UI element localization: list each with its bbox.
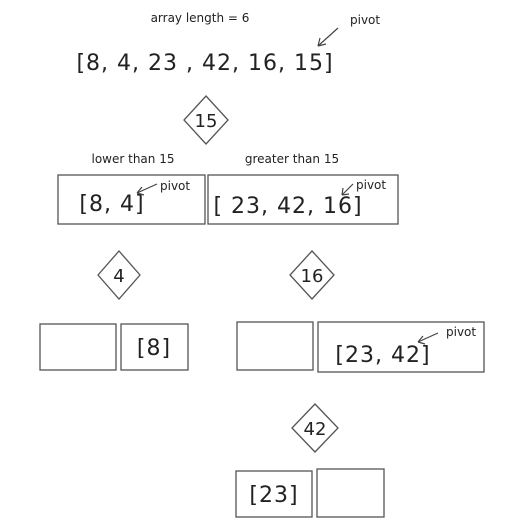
lower-pivot-label: pivot <box>160 179 190 193</box>
left-partition-8-value: [8] <box>137 336 171 361</box>
greater-pivot-label: pivot <box>356 178 386 192</box>
right-partition-values: [23, 42] <box>335 343 430 368</box>
pivot-diamond-15: 15 <box>183 95 229 145</box>
pivot-value-16: 16 <box>301 266 324 287</box>
greater-partition-values: [ 23, 42, 16] <box>213 194 362 219</box>
pivot-value-15: 15 <box>195 111 218 132</box>
pivot-value-42: 42 <box>304 419 327 440</box>
pivot-diamond-42: 42 <box>291 403 339 453</box>
root-pivot-arrow <box>317 27 339 47</box>
pivot-value-4: 4 <box>113 266 124 287</box>
right-pivot-label: pivot <box>446 325 476 339</box>
greater-pivot-arrow <box>341 183 354 196</box>
lower-partition-values: [8, 4] <box>79 192 144 217</box>
array-length-label: array length = 6 <box>151 11 250 25</box>
lower-partition-box: [8, 4] pivot <box>57 174 206 225</box>
lower-pivot-arrow <box>136 183 158 196</box>
pivot-diamond-4: 4 <box>97 250 141 300</box>
final-right-empty-box <box>316 468 385 518</box>
final-left-value: [23] <box>249 483 298 508</box>
right-pivot-arrow <box>417 332 439 345</box>
right-empty-box <box>236 321 314 371</box>
pivot-diamond-16: 16 <box>289 250 335 300</box>
lower-caption: lower than 15 <box>92 152 175 166</box>
left-empty-box <box>39 323 117 371</box>
greater-partition-box: [ 23, 42, 16] pivot <box>207 174 399 225</box>
right-partition-box: [23, 42] pivot <box>317 321 485 373</box>
root-pivot-label: pivot <box>350 13 380 27</box>
final-left-box: [23] <box>235 470 313 518</box>
left-partition-8-box: [8] <box>120 323 189 371</box>
greater-caption: greater than 15 <box>245 152 339 166</box>
root-array: [8, 4, 23 , 42, 16, 15] <box>76 51 333 76</box>
